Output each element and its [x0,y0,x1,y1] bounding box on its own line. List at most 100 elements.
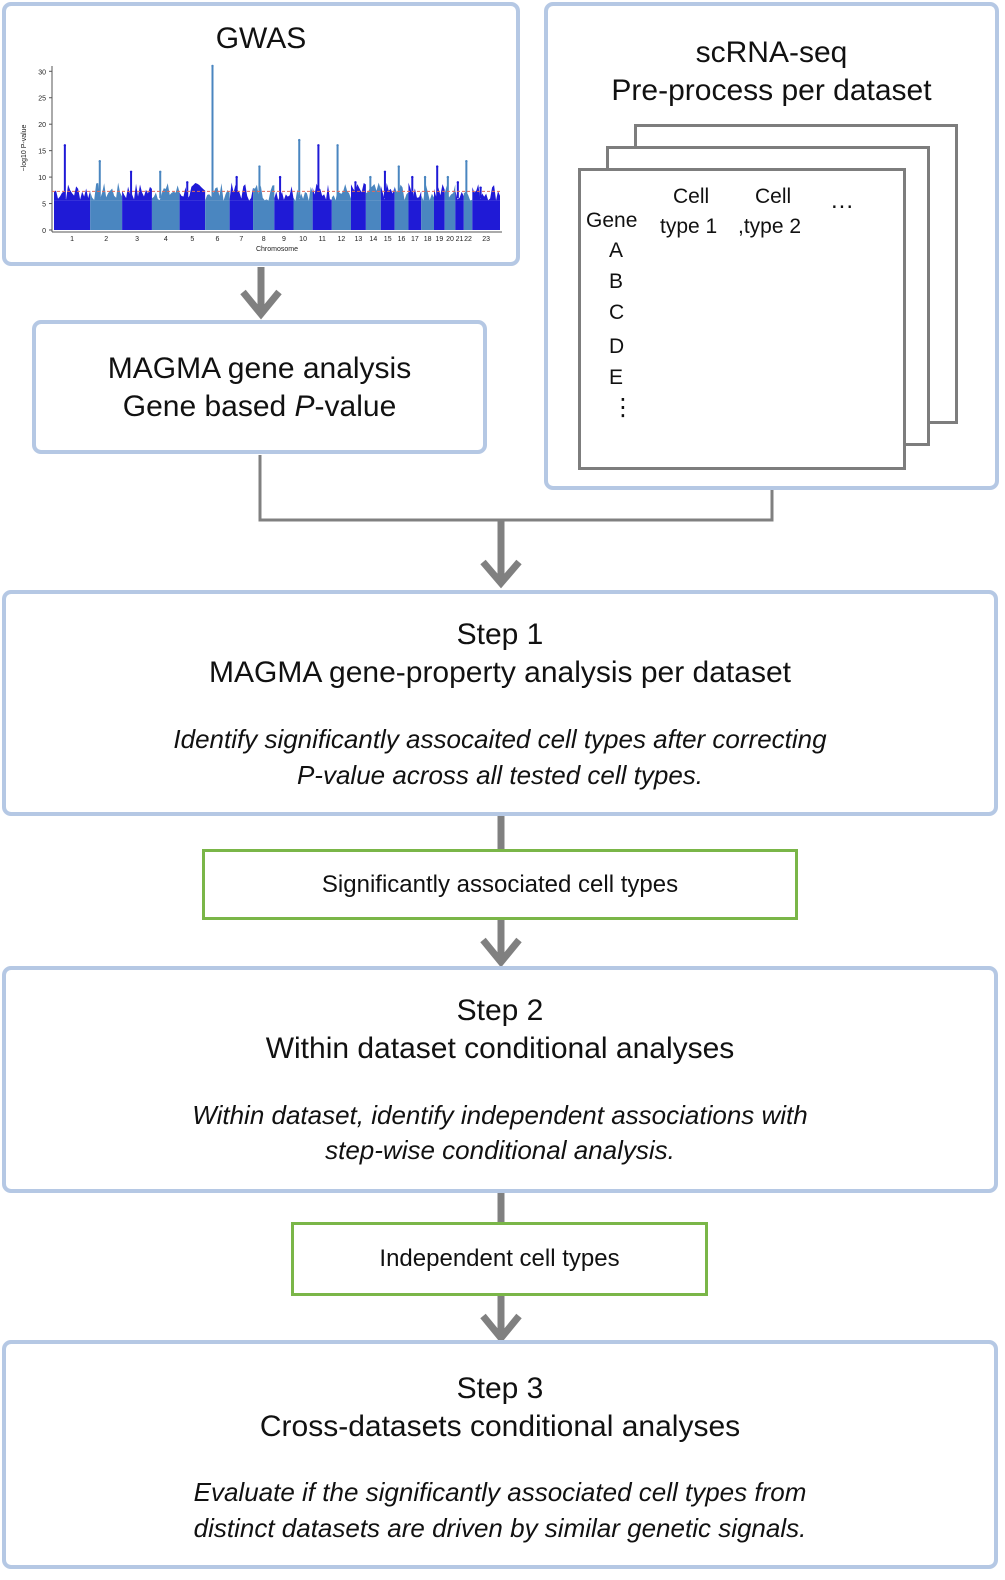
arrow-head-gwas-magma [240,289,282,320]
chr-peak-point [278,175,282,179]
chr-label: 14 [369,236,377,243]
arrow-head-merge-step1 [480,559,522,589]
chr-label: 18 [424,236,432,243]
chr-peak-point [383,170,387,174]
chr-band [229,200,254,230]
chr-noise [331,184,351,201]
chr-label: 9 [282,236,286,243]
chr-band [472,200,500,230]
chr-band [350,200,366,230]
chr-noise [253,184,275,201]
chr-band [444,200,456,230]
more-columns: ... [831,187,855,214]
y-tick-label: 30 [38,69,46,76]
x-axis-label: Chromosome [256,246,298,253]
chr-peak-point [336,144,339,147]
chr-peak-point [186,181,189,184]
magma-line2-italic: P [294,390,315,423]
chr-noise [463,191,473,201]
chr-band [463,200,473,230]
chr-peak-point [423,175,427,179]
chr-noise [293,186,313,201]
chr-peak-point [98,160,101,163]
chr-band [253,200,275,230]
step3-title: Step 3 [456,1372,544,1405]
chr-label: 4 [164,236,168,243]
magma-gene-analysis-box: MAGMA gene analysis Gene based P-value [32,320,487,454]
chr-peak-point [435,165,439,168]
chr-peak-point [298,138,301,142]
chr-label: 23 [482,236,490,243]
independent-cell-types-label: Independent cell types [379,1245,620,1272]
chr-noise [179,182,206,201]
gene-header: Gene [586,209,638,232]
chr-band [179,200,206,230]
chr-noise [421,183,435,201]
chr-peak-point [317,144,320,147]
gene-row-c: C [609,301,625,324]
chr-peak-point [397,165,400,168]
chr-label: 13 [355,236,363,243]
step2-subtitle: Within dataset conditional analyses [265,1032,735,1065]
independent-cell-types-box: Independent cell types [291,1222,708,1296]
step1-title: Step 1 [456,618,544,651]
step2-box: Step 2 Within dataset conditional analys… [2,966,998,1193]
chr-label: 3 [135,236,139,243]
merge-connector [258,455,774,522]
chr-peak-point [446,175,450,179]
chr-label: 5 [190,236,194,243]
chr-noise [444,184,456,201]
magma-line2-suffix: -value [314,390,397,423]
chr-noise [54,184,91,201]
step3-desc-line1: Evaluate if the significantly associated… [193,1477,807,1507]
y-tick-label: 5 [42,202,46,209]
chr-band [54,200,91,230]
chr-noise [205,183,230,201]
step1-box: Step 1 MAGMA gene-property analysis per … [2,590,998,816]
chr-noise [380,182,395,201]
chr-label: 21 [456,236,464,243]
step2-title: Step 2 [456,994,544,1027]
step3-desc-line2: distinct datasets are driven by similar … [193,1513,807,1543]
chr-peak-point [235,175,238,179]
y-tick-label: 15 [38,149,46,156]
chr-peak-point [369,175,372,179]
y-tick-label: 0 [42,228,46,235]
scrna-title-line2: Pre-process per dataset [611,74,932,107]
chr-peak-point [479,186,482,189]
chr-band [421,200,435,230]
step2-desc-line2: step-wise conditional analysis. [325,1135,675,1165]
col2-header-line1: Cell [755,185,792,208]
chr-noise [90,182,123,201]
y-tick-label: 10 [38,175,46,182]
step3-subtitle: Cross-datasets conditional analyses [259,1410,741,1443]
chr-band [293,200,313,230]
chr-peak-point [411,175,414,179]
chr-noise [151,183,180,201]
chr-peak-point [63,144,67,147]
chr-noise [274,186,294,201]
col1-header-line2: type 1 [660,215,718,238]
chr-band [151,200,180,230]
scrna-title-line1: scRNA-seq [695,36,848,69]
y-axis-label: −log10 P-value [21,124,28,171]
chr-peak-point [159,170,162,174]
chr-label: 12 [338,236,346,243]
chr-band [434,200,445,230]
y-tick-label: 25 [38,96,46,103]
chr-noise [350,182,366,201]
chr-label: 6 [215,236,219,243]
gene-row-e: E [609,366,624,389]
chr-band [122,200,152,230]
chr-band [331,200,351,230]
gwas-title: GWAS [215,22,307,55]
col2-header-line2: ,type 2 [738,215,802,238]
chr-label: 11 [319,236,326,243]
chr-noise [472,184,500,201]
chr-peak-point [456,181,460,184]
y-tick-label: 20 [38,122,46,129]
chr-noise [122,183,152,201]
col1-header-line1: Cell [673,185,710,208]
